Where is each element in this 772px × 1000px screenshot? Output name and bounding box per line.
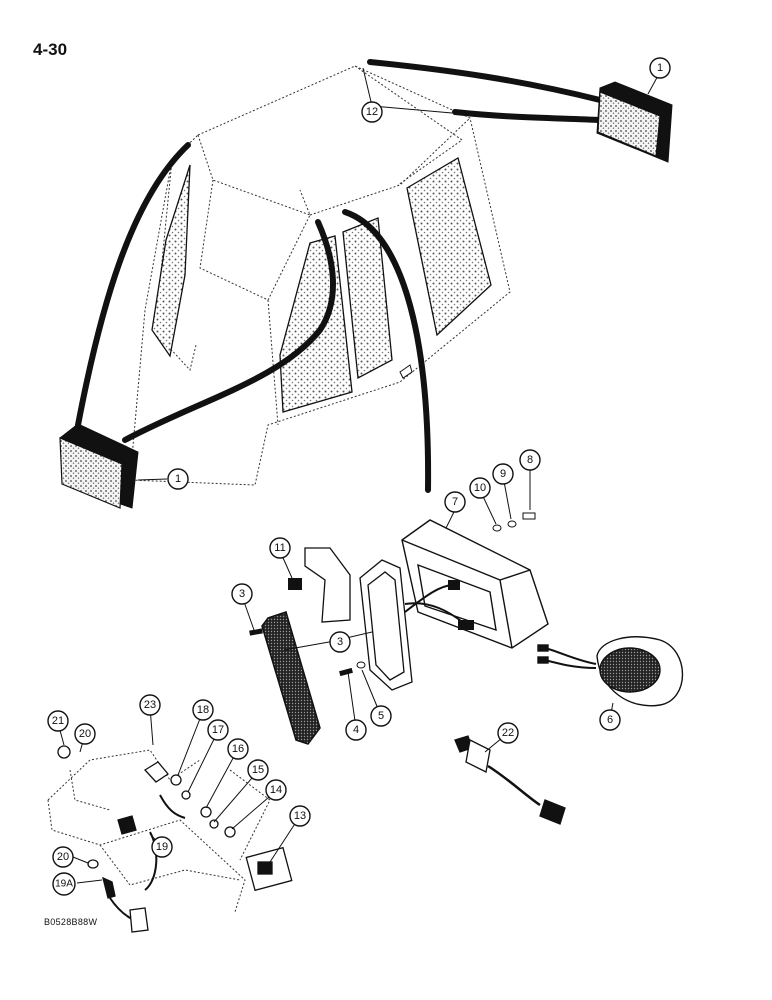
- callout-8: 8: [519, 449, 541, 471]
- svg-text:4: 4: [353, 724, 359, 736]
- callout-13: 13: [289, 805, 311, 827]
- lower-frame-assembly: [47, 749, 271, 913]
- callout-1-left: 1: [167, 468, 189, 490]
- svg-text:13: 13: [294, 810, 306, 822]
- callout-12: 12: [361, 101, 383, 123]
- callout-14: 14: [265, 779, 287, 801]
- callout-23: 23: [139, 694, 161, 716]
- svg-text:3: 3: [239, 588, 245, 600]
- svg-text:20: 20: [57, 851, 69, 863]
- figure-code: B0528B88W: [44, 917, 98, 927]
- callout-10: 10: [469, 477, 491, 499]
- tail-lamp-lens: [261, 611, 321, 745]
- callout-20-upper: 20: [74, 723, 96, 745]
- hardware-small-parts: [249, 512, 536, 677]
- svg-text:18: 18: [197, 704, 209, 716]
- callout-15: 15: [247, 759, 269, 781]
- wiring-pigtail-connectors: [404, 580, 474, 630]
- svg-text:5: 5: [378, 710, 384, 722]
- svg-text:22: 22: [502, 727, 514, 739]
- svg-text:15: 15: [252, 764, 264, 776]
- lamp-gasket: [359, 559, 413, 691]
- pressure-switch: [454, 735, 566, 825]
- svg-text:23: 23: [144, 699, 156, 711]
- svg-text:17: 17: [212, 724, 224, 736]
- callout-3-upper: 3: [231, 583, 253, 605]
- svg-text:16: 16: [232, 743, 244, 755]
- svg-text:6: 6: [607, 714, 613, 726]
- callout-16: 16: [227, 738, 249, 760]
- page-number: 4-30: [33, 40, 68, 59]
- mounting-bracket: [304, 547, 351, 623]
- svg-text:9: 9: [500, 468, 506, 480]
- flood-lamp-left: [59, 423, 139, 509]
- svg-text:12: 12: [366, 106, 378, 118]
- svg-text:19: 19: [156, 841, 168, 853]
- beacon-lamp: [537, 636, 684, 707]
- callout-19: 19: [151, 836, 173, 858]
- svg-text:19A: 19A: [55, 879, 73, 890]
- callout-4: 4: [345, 719, 367, 741]
- svg-text:20: 20: [79, 728, 91, 740]
- callout-6: 6: [599, 709, 621, 731]
- cab-windows: [151, 157, 492, 413]
- svg-text:7: 7: [452, 496, 458, 508]
- callout-17: 17: [207, 719, 229, 741]
- flood-lamp-upper-right: [596, 81, 673, 163]
- lower-components: [57, 745, 293, 933]
- callout-7: 7: [444, 491, 466, 513]
- wiring-harnesses: [75, 59, 603, 493]
- callout-balloons: 1 1 12 7 10 9 8 11 3 3 4 5 6 22 23: [47, 57, 671, 896]
- svg-text:3: 3: [337, 636, 343, 648]
- callout-9: 9: [492, 463, 514, 485]
- operator-cab: [129, 65, 511, 486]
- svg-text:8: 8: [527, 454, 533, 466]
- callout-18: 18: [192, 699, 214, 721]
- lamp-housing: [401, 519, 549, 649]
- callout-3-lower: 3: [329, 631, 351, 653]
- leader-lines: [57, 67, 661, 884]
- svg-text:11: 11: [274, 542, 285, 554]
- callout-22: 22: [497, 722, 519, 744]
- svg-text:1: 1: [175, 473, 181, 485]
- callout-11: 11: [269, 537, 291, 559]
- svg-text:14: 14: [270, 784, 282, 796]
- callout-20-lower: 20: [52, 846, 74, 868]
- flasher-unit: [288, 578, 302, 590]
- callout-5: 5: [370, 705, 392, 727]
- callout-1-upper: 1: [649, 57, 671, 79]
- svg-text:1: 1: [657, 62, 663, 74]
- callout-19A: 19A: [52, 872, 76, 896]
- svg-text:21: 21: [52, 715, 64, 727]
- svg-text:10: 10: [474, 482, 486, 494]
- callout-21: 21: [47, 710, 69, 732]
